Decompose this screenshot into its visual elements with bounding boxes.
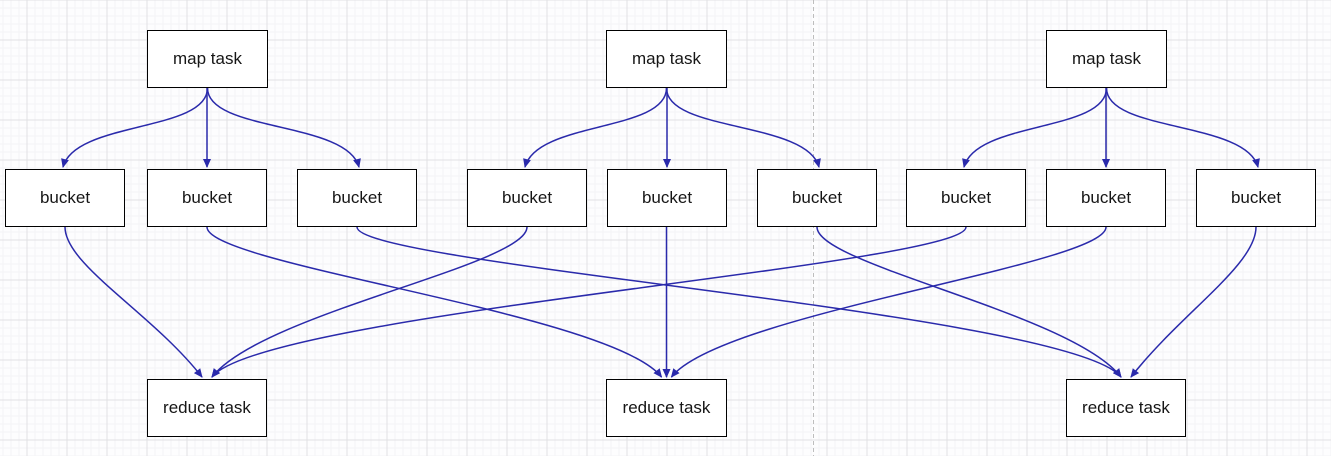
edge-m3-b7[interactable] xyxy=(962,87,1108,168)
edge-b6-r3[interactable] xyxy=(816,226,1122,378)
node-map-m2[interactable]: map task xyxy=(606,30,727,88)
edge-b4-r1[interactable] xyxy=(211,226,528,378)
node-label: map task xyxy=(1072,49,1141,68)
node-bucket-b6[interactable]: bucket xyxy=(757,169,877,227)
node-label: bucket xyxy=(1230,188,1282,207)
edge-b3-r3[interactable] xyxy=(356,226,1122,378)
edge-m3-b9[interactable] xyxy=(1105,87,1260,168)
edge-b8-r2[interactable] xyxy=(670,226,1107,378)
node-label: bucket xyxy=(1080,188,1132,207)
node-bucket-b7[interactable]: bucket xyxy=(906,169,1026,227)
node-reduce-r3[interactable]: reduce task xyxy=(1066,379,1186,437)
node-label: reduce task xyxy=(163,398,251,417)
node-bucket-b8[interactable]: bucket xyxy=(1046,169,1166,227)
node-label: bucket xyxy=(791,188,843,207)
node-label: bucket xyxy=(181,188,233,207)
node-bucket-b5[interactable]: bucket xyxy=(607,169,727,227)
edge-b2-r2[interactable] xyxy=(206,226,663,378)
edge-m2-b4[interactable] xyxy=(523,87,668,168)
node-label: map task xyxy=(632,49,701,68)
edge-m1-b1[interactable] xyxy=(61,87,209,168)
edge-b9-r3[interactable] xyxy=(1130,226,1257,378)
node-label: bucket xyxy=(940,188,992,207)
node-bucket-b3[interactable]: bucket xyxy=(297,169,417,227)
node-map-m3[interactable]: map task xyxy=(1046,30,1167,88)
node-label: bucket xyxy=(501,188,553,207)
edge-b7-r1[interactable] xyxy=(211,226,967,378)
node-bucket-b4[interactable]: bucket xyxy=(467,169,587,227)
edge-m2-b6[interactable] xyxy=(665,87,821,168)
edge-m1-b3[interactable] xyxy=(206,87,361,168)
node-label: bucket xyxy=(641,188,693,207)
edge-b1-r1[interactable] xyxy=(64,226,203,378)
node-map-m1[interactable]: map task xyxy=(147,30,268,88)
node-label: map task xyxy=(173,49,242,68)
node-bucket-b9[interactable]: bucket xyxy=(1196,169,1316,227)
node-label: bucket xyxy=(39,188,91,207)
node-reduce-r2[interactable]: reduce task xyxy=(606,379,727,437)
node-bucket-b1[interactable]: bucket xyxy=(5,169,125,227)
node-label: reduce task xyxy=(622,398,711,417)
node-reduce-r1[interactable]: reduce task xyxy=(147,379,267,437)
node-label: reduce task xyxy=(1082,398,1170,417)
node-label: bucket xyxy=(331,188,383,207)
node-bucket-b2[interactable]: bucket xyxy=(147,169,267,227)
